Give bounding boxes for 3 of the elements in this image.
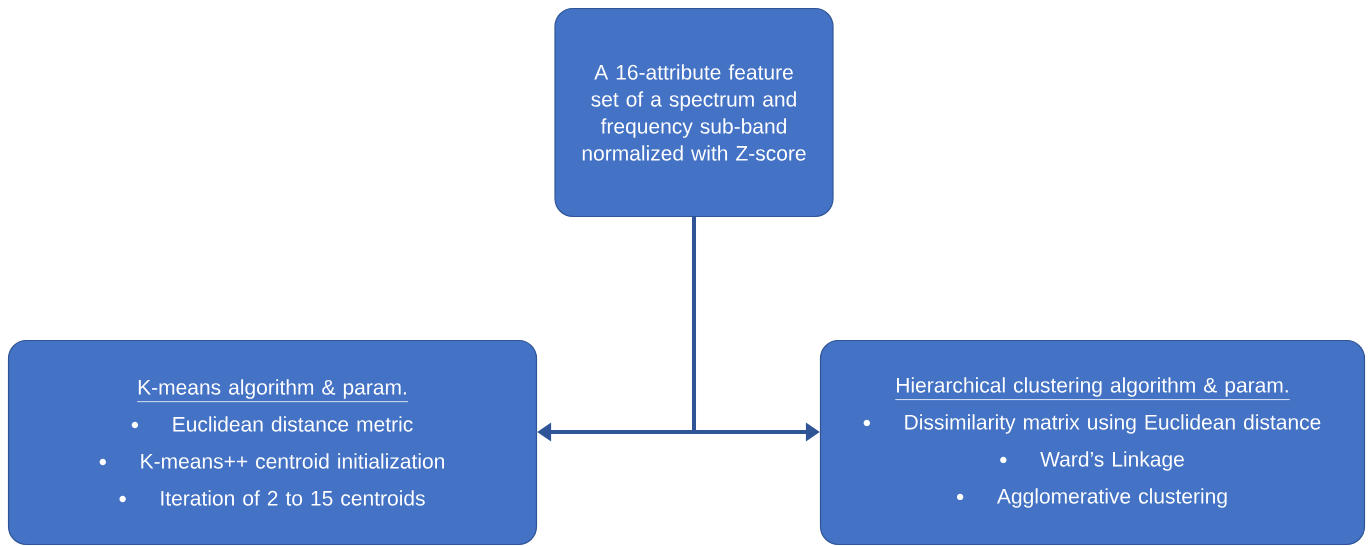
process-box: K-means algorithm & param. Euclidean distance metric K-means++ centroid initialization Iteration of 2 to 15 centroids — [7, 339, 538, 546]
process-box: A 16-attribute feature set of a spectrum and frequency sub-band normalized with Z-score — [554, 7, 834, 218]
process-box: Hierarchical clustering algorithm & param. Dissimilarity matrix using Euclidean distance Ward’s Linkage Agglomerative clustering — [819, 339, 1366, 546]
